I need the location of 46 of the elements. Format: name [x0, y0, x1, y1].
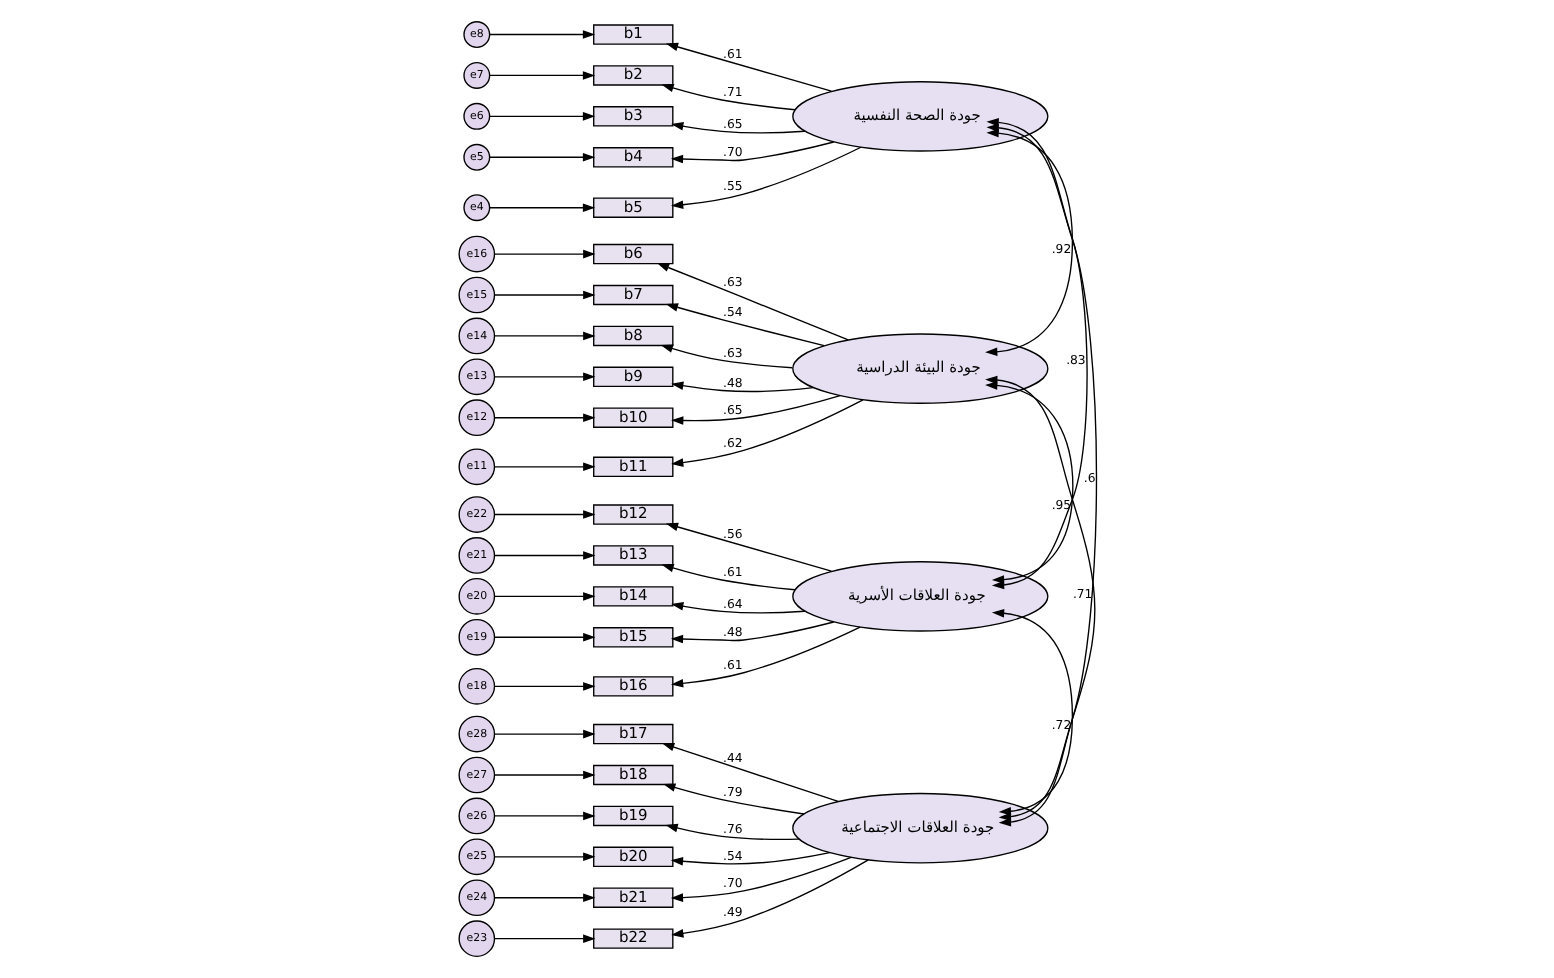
arrow — [659, 344, 793, 369]
arrow — [669, 141, 834, 164]
arrow — [492, 331, 595, 341]
arrow — [492, 249, 595, 259]
arrow — [670, 399, 863, 467]
arrow — [656, 263, 848, 341]
arrow — [492, 682, 595, 691]
arrow — [669, 621, 834, 644]
arrow — [664, 303, 824, 347]
arrow — [488, 152, 595, 162]
arrow — [488, 30, 595, 39]
arrow — [492, 934, 595, 943]
arrow — [492, 893, 595, 903]
arrow — [669, 856, 851, 902]
arrow — [670, 602, 805, 614]
arrow — [669, 626, 860, 688]
arrow — [664, 42, 832, 92]
arrow — [669, 851, 830, 866]
arrow — [664, 823, 799, 841]
arrow — [492, 551, 595, 560]
arrow — [984, 128, 1073, 357]
arrow — [492, 770, 595, 780]
arrow — [492, 462, 595, 472]
arrow — [488, 112, 595, 121]
arrow — [492, 811, 595, 821]
arrow — [661, 742, 838, 803]
arrow — [660, 563, 795, 591]
arrow — [990, 608, 1073, 816]
arrow — [669, 146, 861, 209]
arrow — [492, 290, 595, 300]
arrow — [492, 592, 595, 601]
arrow — [492, 510, 595, 519]
arrow — [670, 859, 868, 938]
arrow — [488, 71, 595, 80]
arrow — [492, 632, 595, 642]
arrow — [492, 852, 595, 862]
arrow — [670, 395, 840, 425]
arrow — [492, 372, 595, 382]
arrow — [488, 203, 595, 212]
arrow — [492, 729, 595, 739]
arrow — [670, 381, 813, 393]
arrow — [664, 522, 832, 572]
arrow — [670, 121, 805, 134]
arrow — [660, 83, 795, 111]
arrow — [662, 783, 804, 815]
arrow — [492, 413, 595, 422]
